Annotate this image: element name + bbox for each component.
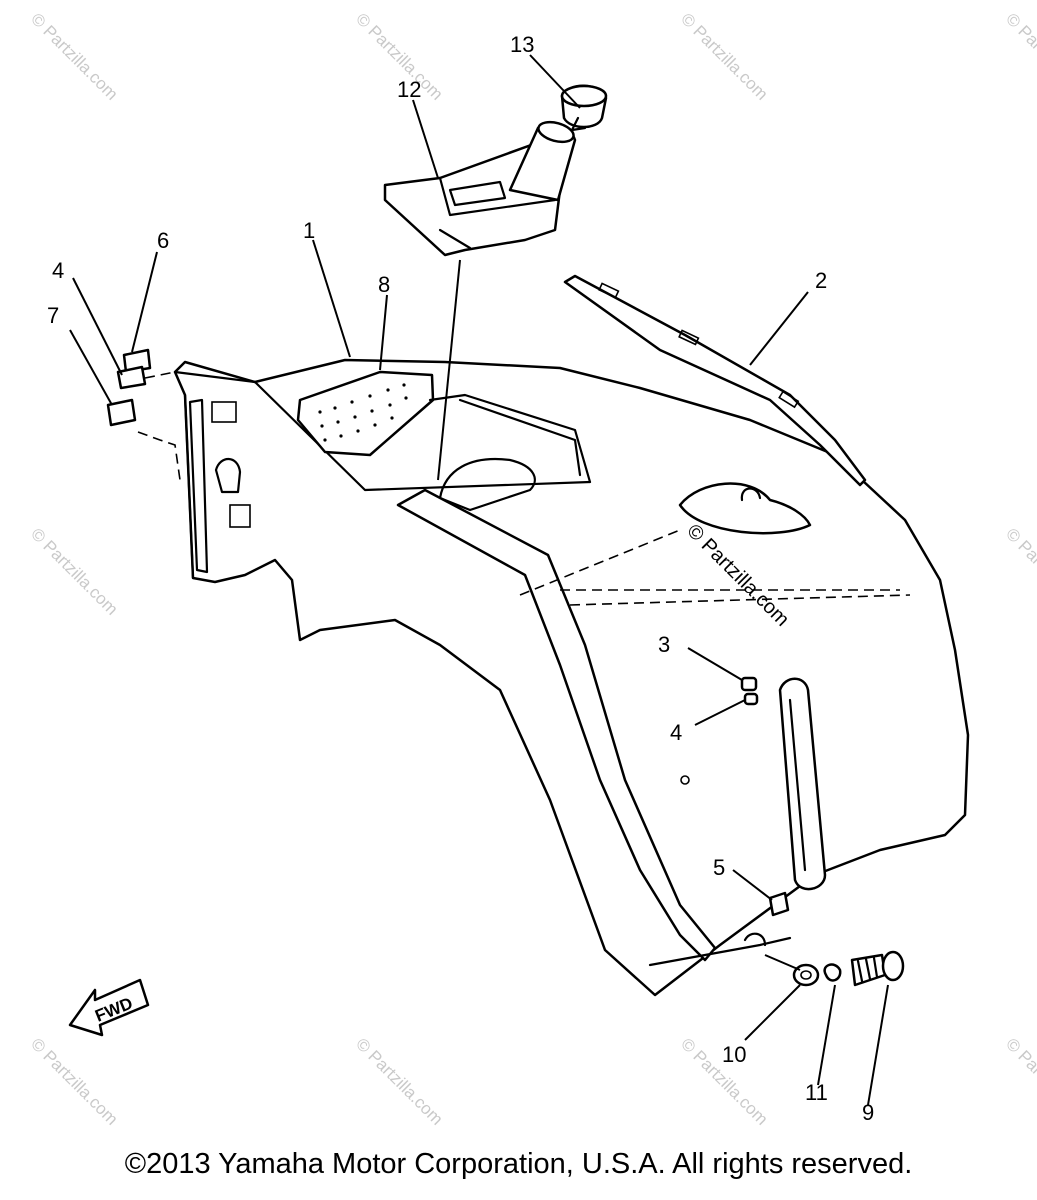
callout-1: 1 — [303, 218, 315, 243]
callout-labels: 1 2 3 4 4 5 6 7 8 9 10 11 12 13 — [47, 32, 874, 1125]
callout-9: 9 — [862, 1100, 874, 1125]
decals-4-6-7 — [106, 348, 181, 481]
callout-8: 8 — [378, 272, 390, 297]
watermark: © Partzilla.com — [1002, 9, 1037, 103]
watermark: © Partzilla.com — [27, 524, 121, 618]
callout-11: 11 — [805, 1080, 828, 1105]
callout-5: 5 — [713, 855, 725, 880]
leader-lines — [69, 54, 889, 1106]
callout-4-right: 4 — [670, 720, 682, 745]
part-13-cap — [560, 84, 608, 132]
callout-12: 12 — [397, 77, 421, 102]
seat-pad-dots — [318, 383, 408, 442]
fwd-arrow: FWD — [68, 978, 150, 1037]
watermark: © Partzilla.com — [352, 1034, 446, 1128]
watermark: © Partzilla.com — [677, 9, 771, 103]
watermark: © Partzilla.com — [27, 1034, 121, 1128]
callout-3: 3 — [658, 632, 670, 657]
callout-4-left: 4 — [52, 258, 64, 283]
callout-2: 2 — [815, 268, 827, 293]
copyright-notice: ©2013 Yamaha Motor Corporation, U.S.A. A… — [124, 1148, 913, 1180]
callout-13: 13 — [510, 32, 534, 57]
callout-6: 6 — [157, 228, 169, 253]
watermark: © Partzilla.com — [27, 9, 121, 103]
part-12-filler-neck — [383, 120, 577, 257]
part-1-side-cover — [173, 358, 970, 997]
hardware-9-10-11 — [764, 950, 905, 987]
watermark: © Partzilla.com — [1002, 1034, 1037, 1128]
grommets-3-4-5 — [740, 676, 790, 917]
watermark: © Partzilla.com — [1002, 524, 1037, 618]
callout-7: 7 — [47, 303, 59, 328]
callout-10: 10 — [722, 1042, 746, 1067]
part-2-strip — [563, 274, 867, 487]
